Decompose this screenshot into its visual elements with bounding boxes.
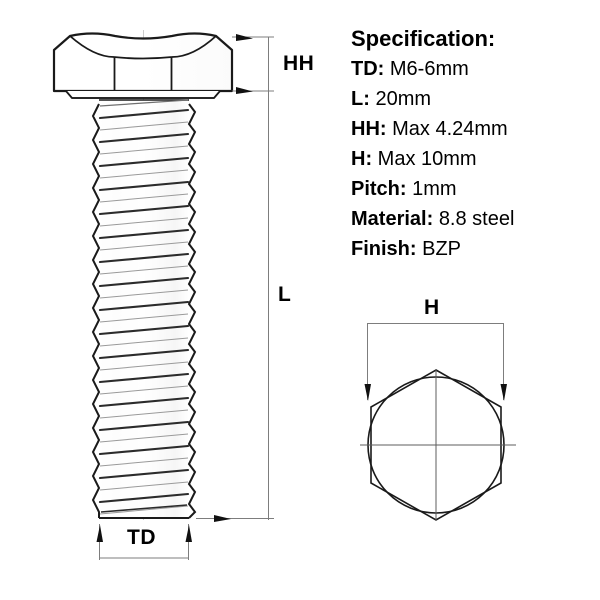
- dimension-label-thread-diameter: TD: [127, 526, 156, 549]
- spec-row-td: TD: M6-6mm: [351, 54, 596, 84]
- td-arrow-left: [96, 525, 103, 542]
- spec-row-pitch: Pitch: 1mm: [351, 174, 596, 204]
- spec-value-hh: Max 4.24mm: [392, 118, 508, 140]
- head-chamfer-arc-centre: [113, 56, 173, 60]
- h-arrow-right: [500, 384, 507, 401]
- spec-key-l: L:: [351, 88, 370, 110]
- threaded-shaft: [91, 100, 197, 519]
- spec-key-material: Material:: [351, 208, 434, 230]
- spec-value-td: M6-6mm: [389, 58, 469, 80]
- l-arrow-bottom: [214, 515, 231, 522]
- head-chamfer-arc-right: [171, 35, 217, 58]
- hex-head-plan-view: [360, 323, 516, 521]
- shaft-fill: [99, 100, 189, 518]
- dimension-label-length: L: [278, 283, 292, 306]
- spec-row-material: Material: 8.8 steel: [351, 204, 596, 234]
- thread-profile-right: [187, 103, 197, 519]
- spec-row-h: H: Max 10mm: [351, 144, 596, 174]
- dimension-thread-diameter: [96, 524, 192, 560]
- dimension-head-height: [232, 34, 274, 94]
- head-outline: [52, 32, 234, 93]
- head-chamfer-arc-left: [69, 35, 115, 58]
- spec-row-l: L: 20mm: [351, 84, 596, 114]
- dimension-across-flats: [364, 323, 507, 401]
- spec-value-h: Max 10mm: [377, 148, 477, 170]
- spec-row-finish: Finish: BZP: [351, 234, 596, 264]
- spec-key-finish: Finish:: [351, 238, 417, 260]
- shaft-bottom-chamfer: [100, 504, 188, 513]
- shank-runout-helix: [99, 99, 189, 107]
- spec-key-h: H:: [351, 148, 373, 170]
- spec-value-l: 20mm: [375, 88, 432, 110]
- thread-root-lines: [99, 121, 189, 515]
- spec-row-hh: HH: Max 4.24mm: [351, 114, 596, 144]
- td-arrow-right: [185, 525, 192, 542]
- spec-value-material: 8.8 steel: [438, 208, 515, 230]
- spec-value-finish: BZP: [422, 238, 462, 260]
- thread-helix-lines: [98, 108, 190, 504]
- dimension-label-across-flats: H: [424, 296, 440, 319]
- dimension-label-head-height: HH: [283, 52, 315, 75]
- spec-key-pitch: Pitch:: [351, 178, 407, 200]
- spec-key-hh: HH:: [351, 118, 387, 140]
- thread-profile-left: [91, 103, 101, 518]
- bolt-side-view: [52, 30, 274, 560]
- hh-arrow-bottom: [236, 87, 253, 94]
- spec-key-td: TD:: [351, 58, 385, 80]
- head-washer-face: [54, 90, 232, 99]
- specification-block: Specification: TD: M6-6mm L: 20mm HH: Ma…: [351, 24, 596, 264]
- dimension-length: [196, 37, 274, 522]
- hh-arrow-top: [236, 34, 253, 41]
- spec-value-pitch: 1mm: [412, 178, 457, 200]
- hex-head-side: [52, 32, 234, 107]
- h-arrow-left: [364, 384, 371, 401]
- specification-heading: Specification:: [351, 26, 496, 51]
